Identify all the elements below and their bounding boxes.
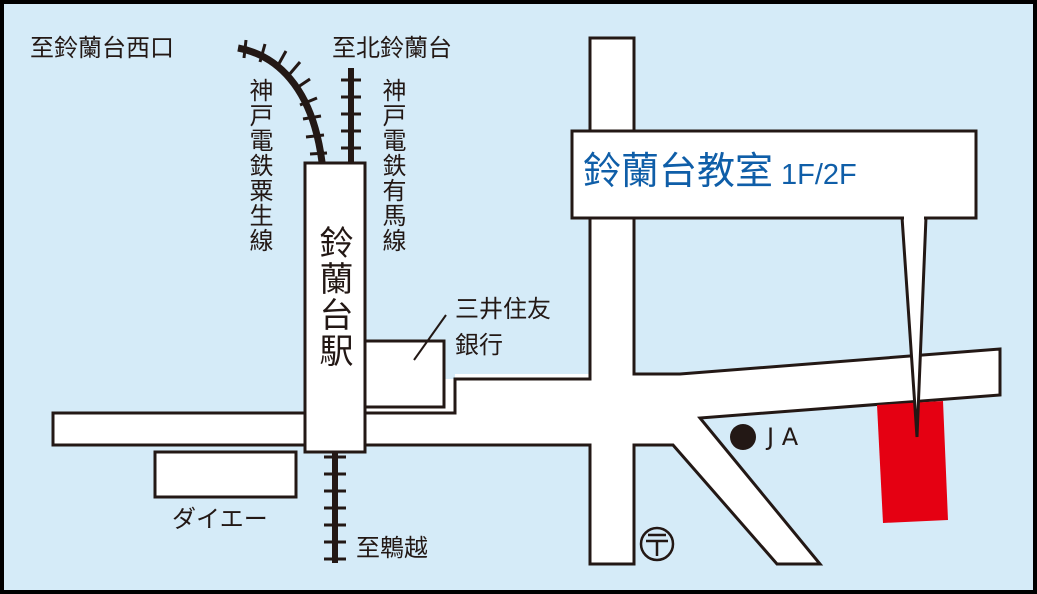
ja-label: J A [767,423,799,451]
ja-marker-icon [730,424,756,450]
smbc-label-line2: 銀行 [455,331,503,359]
road-main-west [51,411,315,447]
direction-hiyodorigoe: 至鵯越 [356,534,428,562]
rail-label-ao-line: 神戸電鉄粟生線 [245,78,273,253]
destination-building [877,401,948,523]
smbc-leader-line [413,314,447,361]
rail-label-arima-line: 神戸電鉄有馬線 [378,78,406,253]
smbc-building [361,339,446,409]
rail-ao-line [237,39,328,163]
destination-callout [570,129,978,438]
post-office-icon [639,526,675,562]
destination-name: 鈴蘭台教室 [583,149,774,193]
rail-arima-line [341,68,361,162]
destination-floors: 1F/2F [781,159,857,191]
daiei-label: ダイエー [172,505,268,533]
daiei-building [153,450,298,499]
direction-kita-suzurandai: 至北鈴蘭台 [332,34,452,62]
road-network-east [360,36,1002,566]
rail-south-line [324,452,346,563]
station-building [303,161,367,454]
direction-suzurandai-nishiguchi: 至鈴蘭台西口 [30,34,174,62]
station-name: 鈴蘭台駅 [313,225,353,369]
smbc-label-line1: 三井住友 [455,295,551,323]
